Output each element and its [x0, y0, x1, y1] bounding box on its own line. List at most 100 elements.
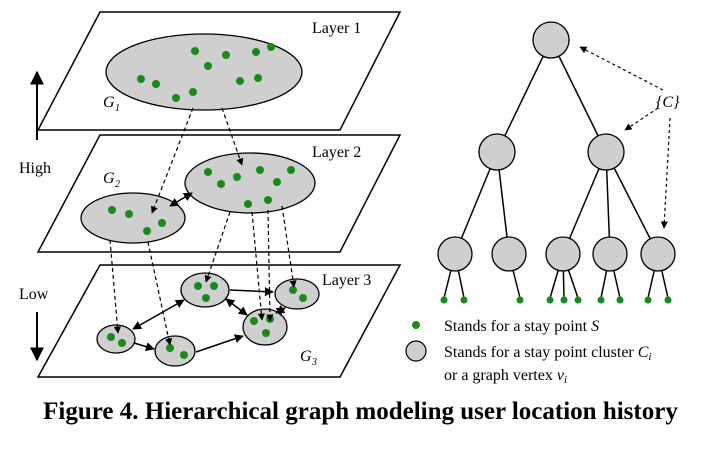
- edge-g2: [169, 192, 193, 207]
- stay-point: [287, 166, 295, 174]
- stay-point: [137, 75, 145, 83]
- edge: [133, 342, 155, 351]
- svg-text:1: 1: [115, 103, 120, 114]
- stay-point: [166, 344, 174, 352]
- graph-label-g1: G 1: [103, 94, 120, 114]
- stay-point: [152, 80, 160, 88]
- tree-stay-points: [440, 296, 672, 304]
- map-arrow: [221, 107, 244, 166]
- stay-point: [143, 227, 151, 235]
- stay-point: [440, 296, 448, 304]
- stay-point: [574, 296, 582, 304]
- high-label: High: [19, 160, 51, 177]
- edge: [275, 305, 286, 316]
- legend-cluster-text-2: or a graph vertex vi: [444, 367, 567, 386]
- stay-point: [546, 296, 554, 304]
- stay-point: [644, 296, 652, 304]
- stay-point: [202, 294, 210, 302]
- layer-mapping-arrows: [109, 107, 297, 346]
- svg-text:G: G: [103, 170, 115, 187]
- stay-point: [222, 51, 230, 59]
- stay-point: [108, 206, 116, 214]
- map-arrow: [151, 107, 194, 214]
- abstraction-axis: High Low: [19, 70, 51, 362]
- stay-point: [267, 43, 275, 51]
- stay-point: [516, 296, 524, 304]
- stay-point: [616, 296, 624, 304]
- graph-label-g2: G 2: [103, 170, 120, 190]
- layer-2-label: Layer 2: [312, 144, 361, 161]
- cluster-set-label: {C}: [656, 94, 680, 111]
- stay-point: [289, 286, 297, 294]
- tree-leaf-node: [545, 236, 581, 272]
- stay-point: [299, 294, 307, 302]
- svg-text:3: 3: [311, 357, 317, 368]
- stay-point: [250, 317, 258, 325]
- layer-2: Layer 2 G 2: [36, 134, 402, 253]
- tree-leaf-node: [640, 236, 676, 272]
- stay-point: [210, 282, 218, 290]
- stay-point: [560, 296, 568, 304]
- stay-point: [597, 296, 605, 304]
- stay-point: [189, 88, 197, 96]
- stay-point: [254, 74, 262, 82]
- legend-cluster-text-1: Stands for a stay point cluster Ci: [444, 344, 651, 363]
- figure-caption: Figure 4. Hierarchical graph modeling us…: [43, 398, 678, 425]
- cluster-g3-d: [96, 324, 136, 354]
- stay-point: [180, 351, 188, 359]
- svg-text:2: 2: [115, 179, 120, 190]
- stay-point: [273, 178, 281, 186]
- stay-point: [194, 282, 202, 290]
- tree-root-node: [532, 21, 570, 59]
- legend-cluster-swatch: [405, 340, 427, 362]
- stay-point: [191, 47, 199, 55]
- stay-point: [172, 94, 180, 102]
- stay-point: [264, 196, 272, 204]
- map-arrow: [204, 211, 231, 283]
- layer-3: Layer 3 G 3: [36, 264, 402, 378]
- map-arrow: [109, 239, 122, 334]
- tree-node: [478, 133, 516, 171]
- low-label: Low: [19, 286, 49, 303]
- layer-1: Layer 1 G 1: [36, 11, 402, 131]
- cluster-g3-b: [274, 278, 320, 310]
- legend-point-text: Stands for a stay point S: [444, 318, 599, 335]
- cluster-set-arrows: [579, 46, 671, 229]
- stay-points-g2: [108, 166, 295, 235]
- tree-node: [587, 133, 625, 171]
- stay-point: [107, 333, 115, 341]
- edge: [195, 334, 244, 353]
- tree-leaf-node: [437, 236, 473, 272]
- tree-leaf-node: [592, 236, 628, 272]
- svg-text:G: G: [300, 348, 312, 365]
- stay-point: [460, 296, 468, 304]
- edges-g3: [132, 287, 286, 353]
- edge: [132, 299, 185, 330]
- cluster-g2-right: [184, 152, 316, 214]
- cluster-g2-left: [80, 192, 186, 244]
- stay-point: [118, 339, 126, 347]
- layer-3-label: Layer 3: [322, 272, 371, 289]
- legend-point-swatch: [412, 321, 420, 329]
- tree-leaf-node: [491, 236, 527, 272]
- stay-point: [236, 77, 244, 85]
- map-arrow: [266, 209, 274, 322]
- stay-point: [244, 200, 252, 208]
- svg-text:G: G: [103, 94, 115, 111]
- stay-point: [664, 296, 672, 304]
- stay-point: [158, 219, 166, 227]
- stay-point: [233, 173, 241, 181]
- layer-1-label: Layer 1: [312, 20, 361, 37]
- stay-point: [125, 210, 133, 218]
- stay-point: [262, 329, 270, 337]
- edge: [225, 298, 248, 316]
- edge: [229, 287, 274, 297]
- stay-point: [204, 62, 212, 70]
- stay-points-g1: [137, 43, 275, 102]
- stay-point: [217, 180, 225, 188]
- cluster-g3-a: [180, 272, 230, 308]
- graph-label-g3: G 3: [300, 348, 317, 368]
- map-arrow: [147, 241, 173, 346]
- stay-point: [204, 168, 212, 176]
